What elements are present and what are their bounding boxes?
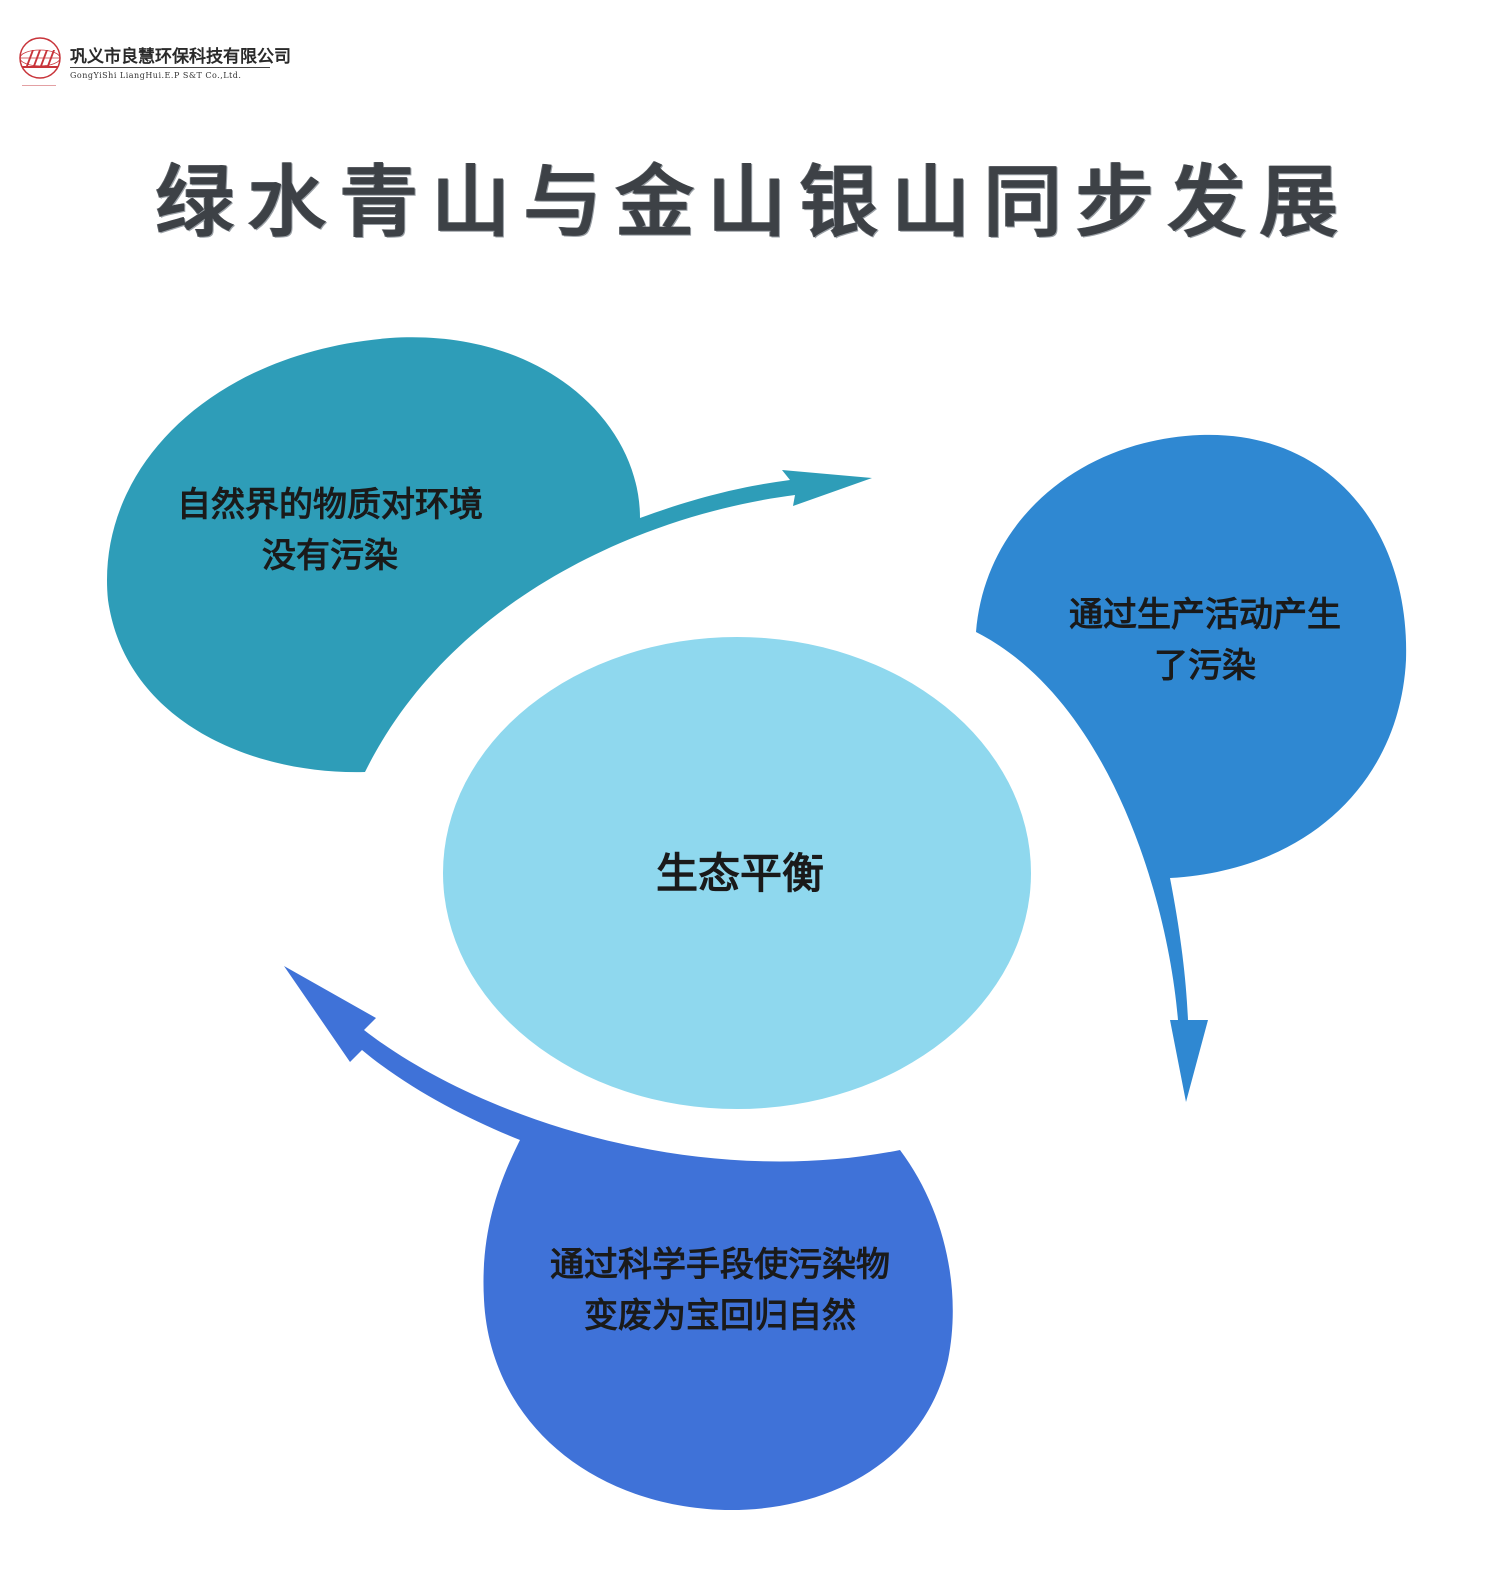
company-divider bbox=[70, 67, 270, 68]
node-production-blob bbox=[976, 434, 1407, 1102]
node-nature-blob bbox=[107, 337, 873, 773]
node-production-line1: 通过生产活动产生 bbox=[1069, 595, 1341, 635]
node-nature-label: 自然界的物质对环境 没有污染 bbox=[140, 480, 520, 582]
node-production-label: 通过生产活动产生 了污染 bbox=[1030, 590, 1380, 692]
company-name-cn: 巩义市良慧环保科技有限公司 bbox=[70, 47, 291, 67]
node-recycling-blob bbox=[284, 966, 953, 1511]
node-recycling-line1: 通过科学手段使污染物 bbox=[550, 1245, 890, 1285]
company-header: 巩义市良慧环保科技有限公司 GongYiShi LiangHui.E.P S&T… bbox=[14, 36, 291, 96]
node-production-line2: 了污染 bbox=[1154, 646, 1256, 686]
node-nature-line1: 自然界的物质对环境 bbox=[177, 485, 483, 525]
node-recycling-line2: 变废为宝回归自然 bbox=[584, 1296, 856, 1336]
node-recycling-label: 通过科学手段使污染物 变废为宝回归自然 bbox=[490, 1240, 950, 1342]
center-label: 生态平衡 bbox=[655, 849, 824, 898]
page-title: 绿水青山与金山银山同步发展 bbox=[155, 157, 1352, 248]
center-balance-circle bbox=[443, 637, 1031, 1109]
node-nature-line2: 没有污染 bbox=[262, 536, 398, 576]
company-logo-icon bbox=[19, 37, 61, 86]
company-name-en: GongYiShi LiangHui.E.P S&T Co.,Ltd. bbox=[70, 71, 242, 80]
